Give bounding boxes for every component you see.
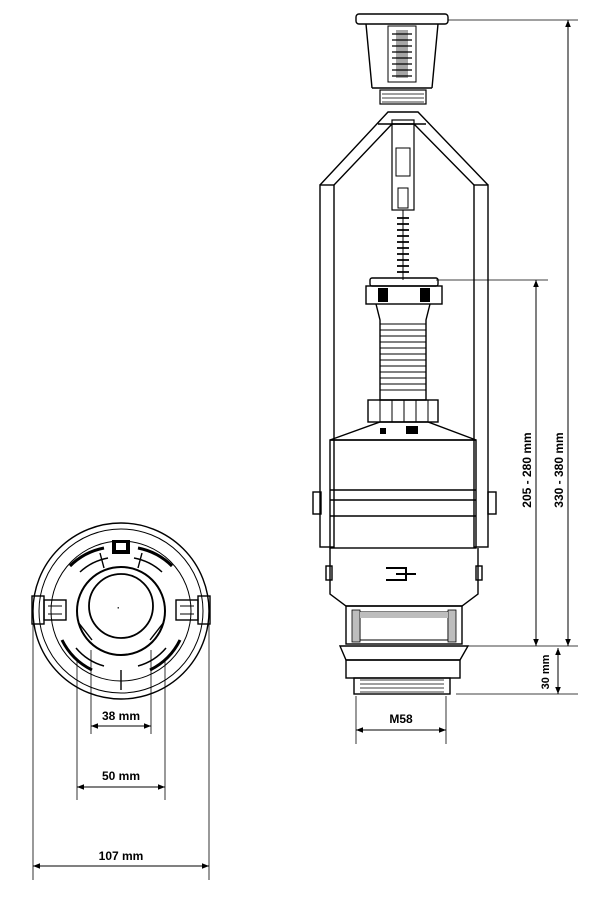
dim-label-total-height: 330 - 380 mm [552, 432, 566, 507]
dim-label-base-height: 30 mm [540, 654, 552, 689]
dim-label-inner-diameter: 38 mm [102, 709, 140, 723]
top-view: · [31, 522, 211, 700]
top-view-outer-ring [32, 522, 210, 700]
push-button-cap [355, 13, 449, 89]
top-view-button [88, 573, 154, 639]
dim-label-float-height: 205 - 280 mm [520, 432, 534, 507]
top-view-extension-lines [32, 624, 210, 880]
bellows [375, 303, 431, 401]
top-view-inner-collar [76, 566, 166, 656]
top-view-ring-3 [50, 540, 192, 682]
base-thread [338, 645, 470, 695]
dim-label-outer-diameter: 50 mm [102, 769, 140, 783]
dim-label-thread: M58 [389, 712, 413, 726]
side-view [312, 13, 497, 695]
svg-text:·: · [117, 603, 120, 613]
side-view-extension-lines [355, 19, 578, 744]
frame-arms [312, 111, 497, 548]
float-collar [365, 277, 443, 305]
dim-label-total-width: 107 mm [99, 849, 144, 863]
top-view-ring-2 [38, 528, 204, 694]
lower-housing [325, 548, 483, 645]
float-body [329, 421, 477, 549]
actuator-rod [391, 119, 415, 280]
